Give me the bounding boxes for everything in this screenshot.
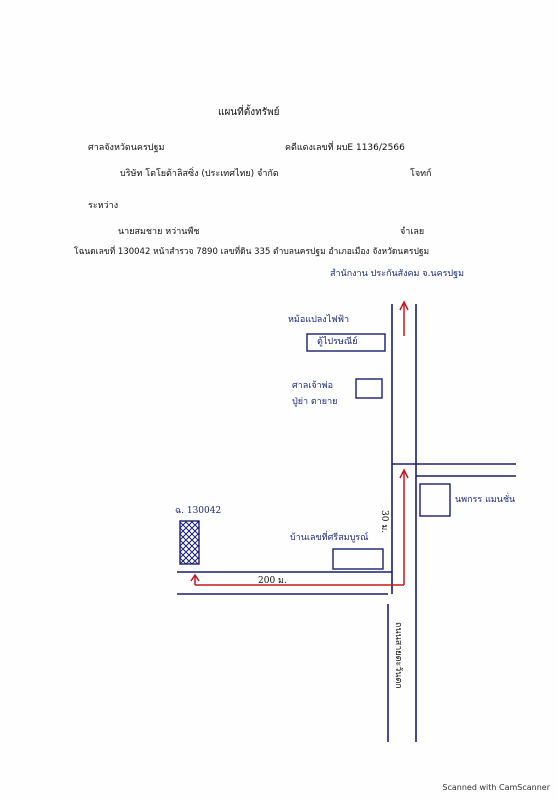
transformer-label: หม้อแปลงไฟฟ้า <box>288 315 350 325</box>
between-label: ระหว่าง <box>88 201 119 211</box>
scanner-watermark: Scanned with CamScanner <box>442 783 550 792</box>
road-name: ถนนสายตะวันตก <box>393 622 403 689</box>
deed-line: โฉนดเลขที่ 130042 หน้าสำรวจ 7890 เลขที่ด… <box>74 247 430 257</box>
subject-plot <box>179 520 200 565</box>
post-box-rect <box>306 333 386 352</box>
defendant-name: นายสมชาย หว่านพืช <box>118 227 200 237</box>
plaintiff-name: บริษัท โตโยต้าลิสซิ่ง (ประเทศไทย) จำกัด <box>120 169 279 179</box>
case-number: คดีแดงเลขที่ ผบE 1136/2566 <box>285 143 405 153</box>
office-label: สำนักงาน ประกันสังคม จ.นครปฐม <box>330 269 465 279</box>
mansion-label: นพกรร แมนชั่น <box>455 495 516 505</box>
house-label: บ้านเลขที่ศรีสมบูรณ์ <box>290 533 369 543</box>
page-title: แผนที่ตั้งทรัพย์ <box>218 107 280 118</box>
mansion-rect <box>419 483 451 517</box>
defendant-role: จำเลย <box>400 227 425 237</box>
plaintiff-role: โจทก์ <box>410 169 432 179</box>
deed-tag: ฉ. 130042 <box>175 506 222 516</box>
distance-200: 200 ม. <box>258 576 287 586</box>
court-name: ศาลจังหวัดนครปฐม <box>88 143 165 153</box>
post-box-label: ตู้ไปรษณีย์ <box>317 337 358 347</box>
distance-30: 30 ม. <box>379 510 389 534</box>
shrine-text-a: ศาลเจ้าพ่อ <box>292 381 334 391</box>
shrine-rect <box>355 378 383 399</box>
house-rect <box>332 548 384 570</box>
shrine-text-b: ปู่ย่า ตายาย <box>292 397 338 407</box>
